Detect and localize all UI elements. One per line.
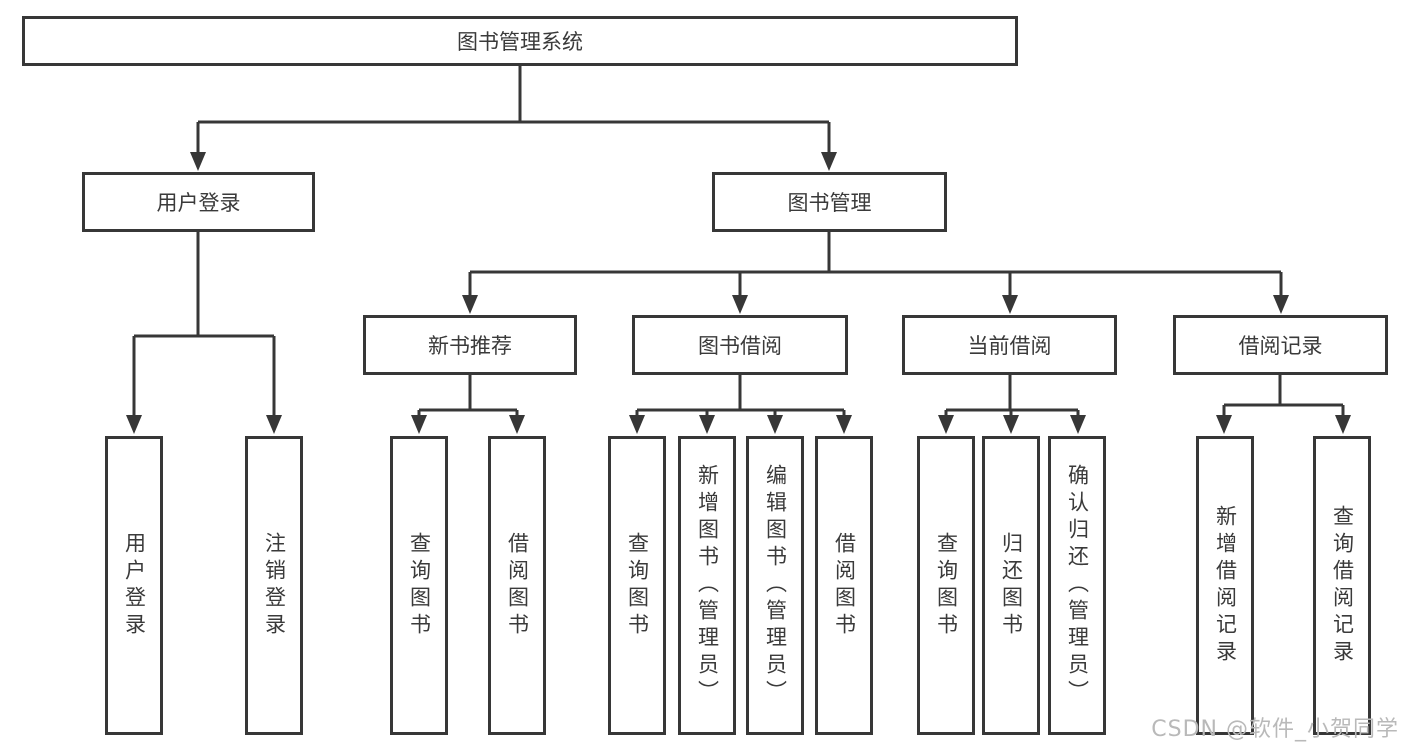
node-label: 确认归还（管理员） [1065, 464, 1090, 707]
node-label: 编辑图书（管理员） [763, 464, 788, 707]
node-query-books-borrowing: 查询图书 [608, 436, 666, 735]
node-add-book-admin: 新增图书（管理员） [678, 436, 736, 735]
node-label: 图书管理系统 [457, 30, 583, 54]
watermark: CSDN @软件_小贺同学 [1151, 717, 1399, 742]
node-query-borrow-record: 查询借阅记录 [1313, 436, 1371, 735]
node-query-books-recommend: 查询图书 [390, 436, 448, 735]
node-label: 图书管理 [787, 191, 872, 215]
node-label: 用户登录 [156, 191, 241, 215]
node-return-books: 归还图书 [982, 436, 1040, 735]
node-book-borrowing: 图书借阅 [632, 315, 848, 375]
node-logout: 注销登录 [245, 436, 303, 735]
node-label: 借阅记录 [1238, 334, 1323, 358]
node-edit-book-admin: 编辑图书（管理员） [746, 436, 804, 735]
node-confirm-return-admin: 确认归还（管理员） [1048, 436, 1106, 735]
node-label: 新增图书（管理员） [695, 464, 720, 707]
node-current-borrowing: 当前借阅 [902, 315, 1117, 375]
node-add-borrow-record: 新增借阅记录 [1196, 436, 1254, 735]
node-label: 用户登录 [122, 531, 147, 640]
node-label: 查询图书 [934, 531, 959, 640]
node-book-management: 图书管理 [712, 172, 947, 232]
node-borrow-books-borrowing: 借阅图书 [815, 436, 873, 735]
node-label: 当前借阅 [967, 334, 1052, 358]
node-borrow-books-recommend: 借阅图书 [488, 436, 546, 735]
node-borrowing-records: 借阅记录 [1173, 315, 1388, 375]
node-label: 查询图书 [625, 531, 650, 640]
node-label: 图书借阅 [698, 334, 782, 358]
node-label: 归还图书 [999, 531, 1024, 640]
node-label: 查询图书 [407, 531, 432, 640]
node-label: 新书推荐 [428, 334, 512, 358]
node-user-login-leaf: 用户登录 [105, 436, 163, 735]
arrowhead-icons [126, 152, 1351, 434]
node-user-login: 用户登录 [82, 172, 315, 232]
node-label: 新增借阅记录 [1213, 504, 1238, 667]
node-label: 借阅图书 [832, 531, 857, 640]
node-label: 注销登录 [262, 531, 287, 640]
node-query-books-current: 查询图书 [917, 436, 975, 735]
node-label: 借阅图书 [505, 531, 530, 640]
node-library-management-system: 图书管理系统 [22, 16, 1018, 66]
node-label: 查询借阅记录 [1330, 504, 1355, 667]
node-new-book-recommendation: 新书推荐 [363, 315, 577, 375]
